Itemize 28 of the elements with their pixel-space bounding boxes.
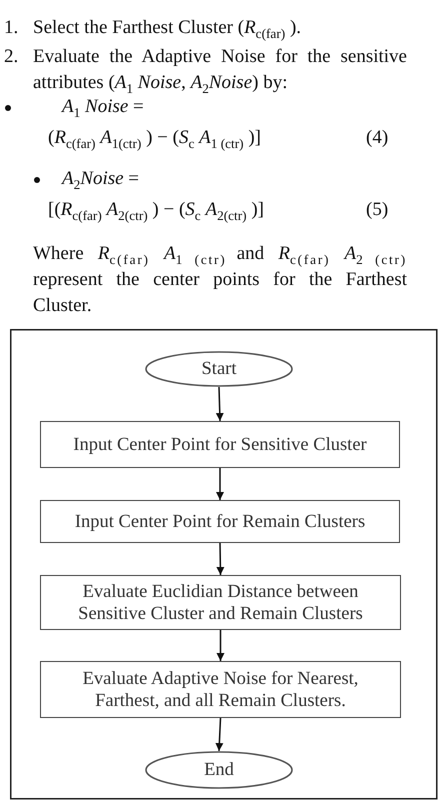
terminal-ellipse	[145, 351, 293, 387]
paragraph: Where R$_{c(far)}$ A$_{1 (ctr)}$ and R$_{c(far)}$ A$_{2 (ctr)}$ represent the center points for the Farthest Cluster.	[33, 242, 407, 318]
step-text: Evaluate Adaptive Noise for Nearest, Farthest, and all Remain Clusters.	[82, 668, 360, 712]
arrow	[216, 630, 224, 661]
process-box	[40, 421, 400, 468]
equation-text: [(R$_{c(far)}$ A$_{2(ctr)}$ ) − (S$_{c}$ A$_{2(ctr)}$ )]	[48, 198, 264, 222]
arrow	[216, 542, 224, 576]
process-box	[40, 661, 401, 718]
step-text: End	[203, 759, 235, 781]
process-box	[40, 575, 401, 630]
step-text: Input Center Point for Remain Clusters	[74, 510, 366, 532]
list-number: 2.	[4, 45, 18, 69]
equation-number: (5)	[366, 198, 388, 222]
arrow	[216, 468, 224, 500]
equation-text: A$_{2}$Noise =	[62, 167, 140, 191]
step-text: Input Center Point for Sensitive Cluster	[72, 434, 368, 456]
process-box	[40, 500, 400, 543]
step-text: Start	[200, 358, 238, 380]
arrow	[215, 718, 224, 752]
equation-text: (R$_{c(far)}$ A$_{1(ctr)}$ ) − (S$_{c}$ A$_{1 (ctr)}$ )]	[48, 126, 261, 150]
terminal-ellipse	[145, 751, 293, 789]
list-item-text: Select the Farthest Cluster (R$_{c(far)}$ ).	[33, 16, 302, 40]
step-text: Evaluate Euclidian Distance between Sensitive Cluster and Remain Clusters	[77, 580, 364, 624]
equation-text: A$_{1}$ Noise =	[62, 95, 144, 119]
list-item-text: Evaluate the Adaptive Noise for the sensitive attributes (A$_{1}$ Noise, A$_{2}$Noise) by:	[33, 45, 407, 96]
arrow	[216, 386, 224, 422]
equation-number: (4)	[366, 126, 388, 150]
list-number: 1.	[4, 16, 18, 40]
